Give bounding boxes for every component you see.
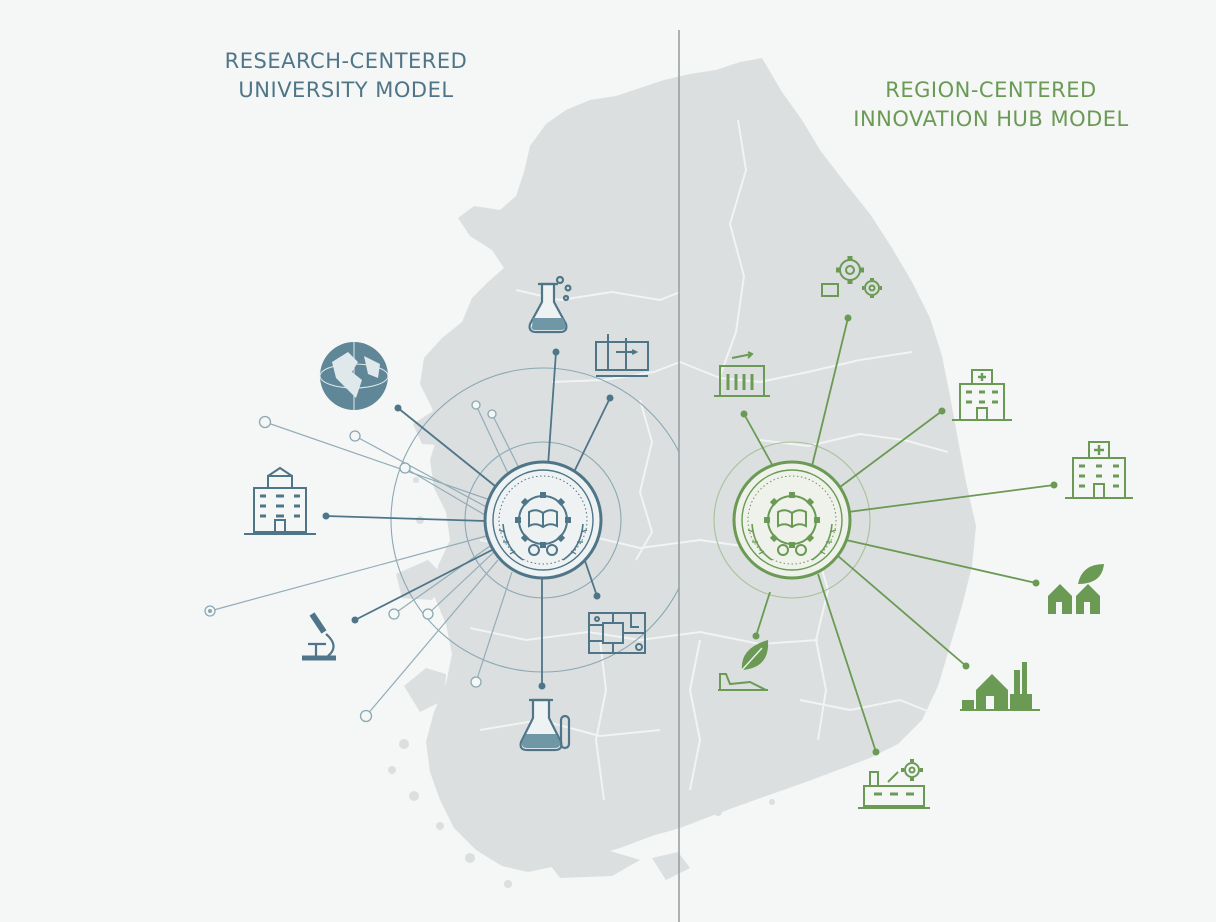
region-model-title-line-1: REGION-CENTERED (885, 78, 1097, 102)
microscope-icon (302, 612, 336, 661)
beaker-icon (519, 698, 571, 752)
gears-icon (821, 256, 882, 298)
region-model-title-line-2: INNOVATION HUB MODEL (853, 107, 1129, 131)
hospital-icon (952, 369, 1012, 421)
leaf-icon (718, 640, 769, 691)
university-seal-icon (498, 492, 588, 561)
flask-icon (528, 275, 572, 334)
research-university-hub (483, 460, 603, 580)
region-model-title: REGION-CENTERED INNOVATION HUB MODEL (830, 76, 1152, 134)
lab-equipment-icon (595, 334, 649, 377)
university-seal-icon (747, 492, 837, 561)
hospital-icon (1065, 441, 1133, 499)
factory-icon (714, 351, 770, 397)
industry-gear-icon (858, 759, 930, 809)
research-model-title-line-2: UNIVERSITY MODEL (238, 78, 454, 102)
circuit-board-icon (588, 612, 646, 654)
korea-map (388, 58, 976, 888)
research-model-title: RESEARCH-CENTERED UNIVERSITY MODEL (205, 47, 487, 105)
research-model-title-line-1: RESEARCH-CENTERED (224, 49, 468, 73)
region-innovation-hub (732, 460, 852, 580)
house-factory-icon (960, 662, 1040, 711)
globe-icon (319, 342, 389, 410)
office-building-icon (244, 466, 316, 535)
research-network (204, 348, 679, 723)
houses-leaf-icon (1048, 564, 1104, 614)
region-network (713, 314, 1058, 756)
